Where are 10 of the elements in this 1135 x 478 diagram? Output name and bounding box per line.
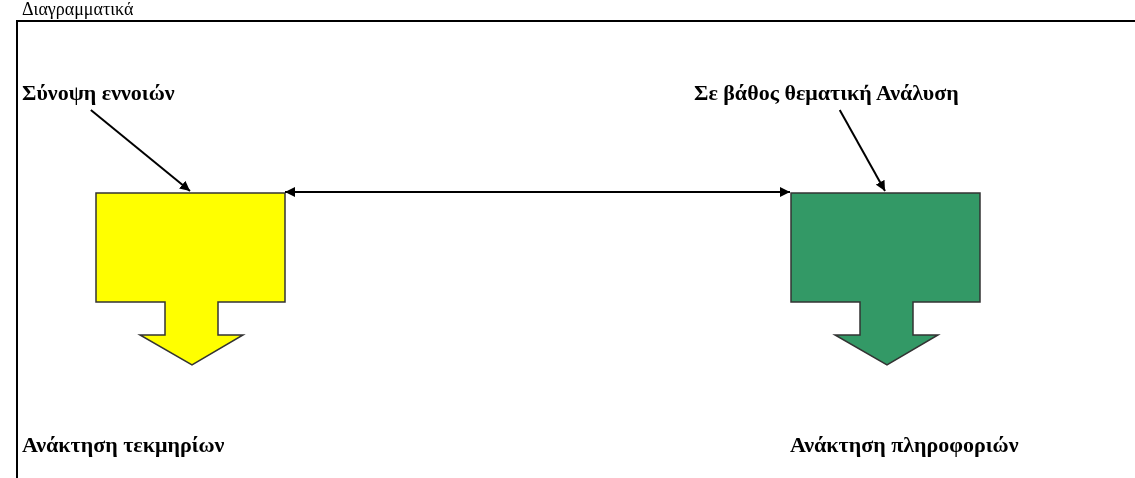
arrow bbox=[284, 187, 791, 197]
arrow bbox=[838, 109, 886, 192]
diagram-title: Διαγραμματικά bbox=[22, 0, 134, 19]
caption-text: Ανάκτηση τεκμηρίων bbox=[22, 432, 225, 458]
callout-label: Σύνοψη εννοιών bbox=[22, 80, 175, 106]
callout-label: Σε βάθος θεματική Ανάλυση bbox=[694, 80, 959, 106]
arrow bbox=[89, 109, 191, 192]
caption-text: Ανάκτηση πληροφοριών bbox=[790, 432, 1019, 458]
down-arrow-shape bbox=[790, 192, 981, 366]
down-arrow-shape bbox=[95, 192, 286, 366]
